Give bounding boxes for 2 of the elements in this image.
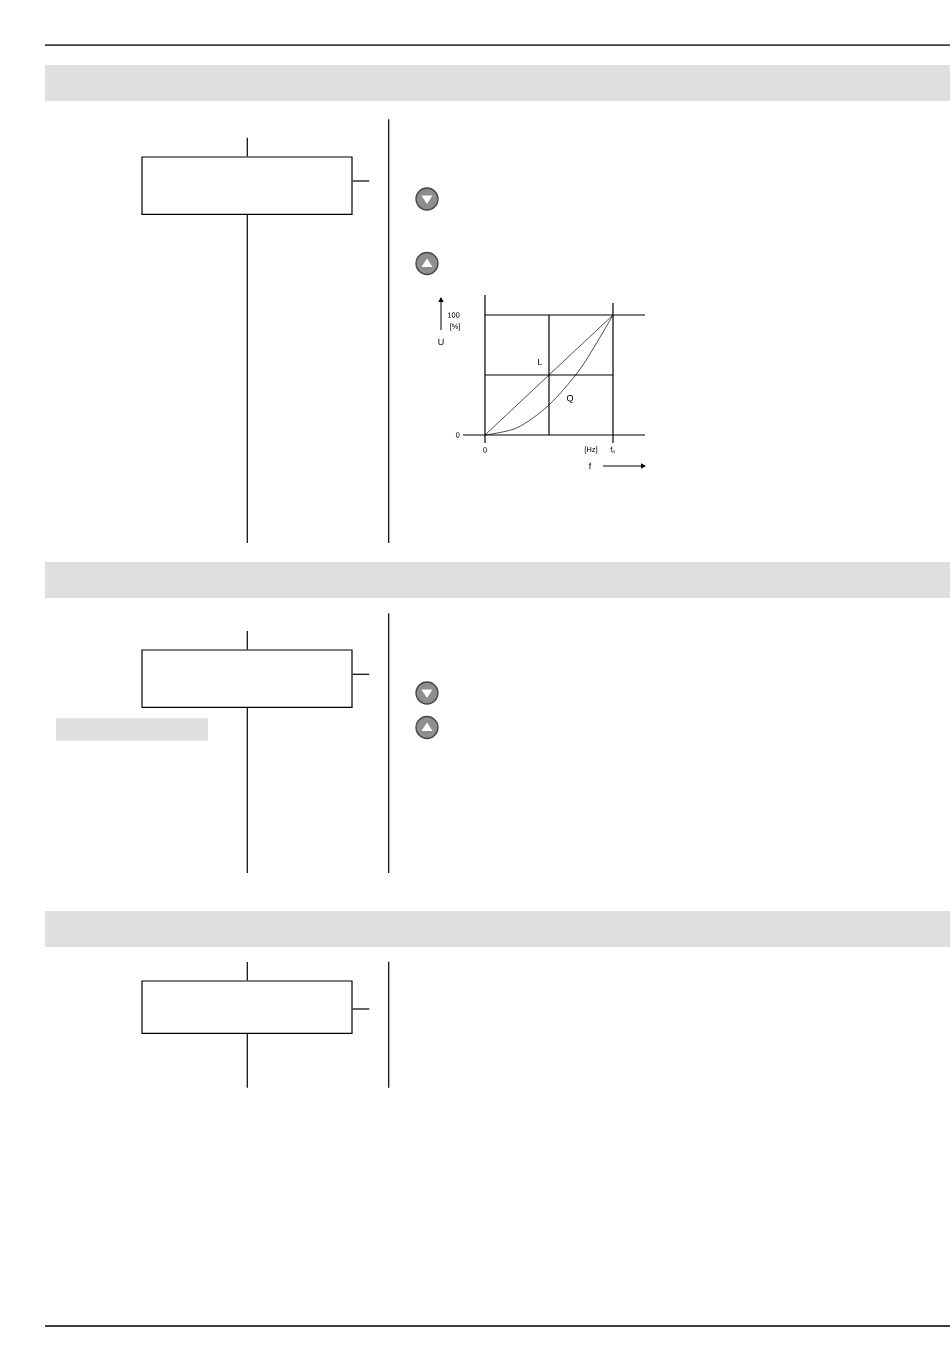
axis-label: f: [588, 462, 592, 470]
axis-label: U: [438, 338, 444, 346]
